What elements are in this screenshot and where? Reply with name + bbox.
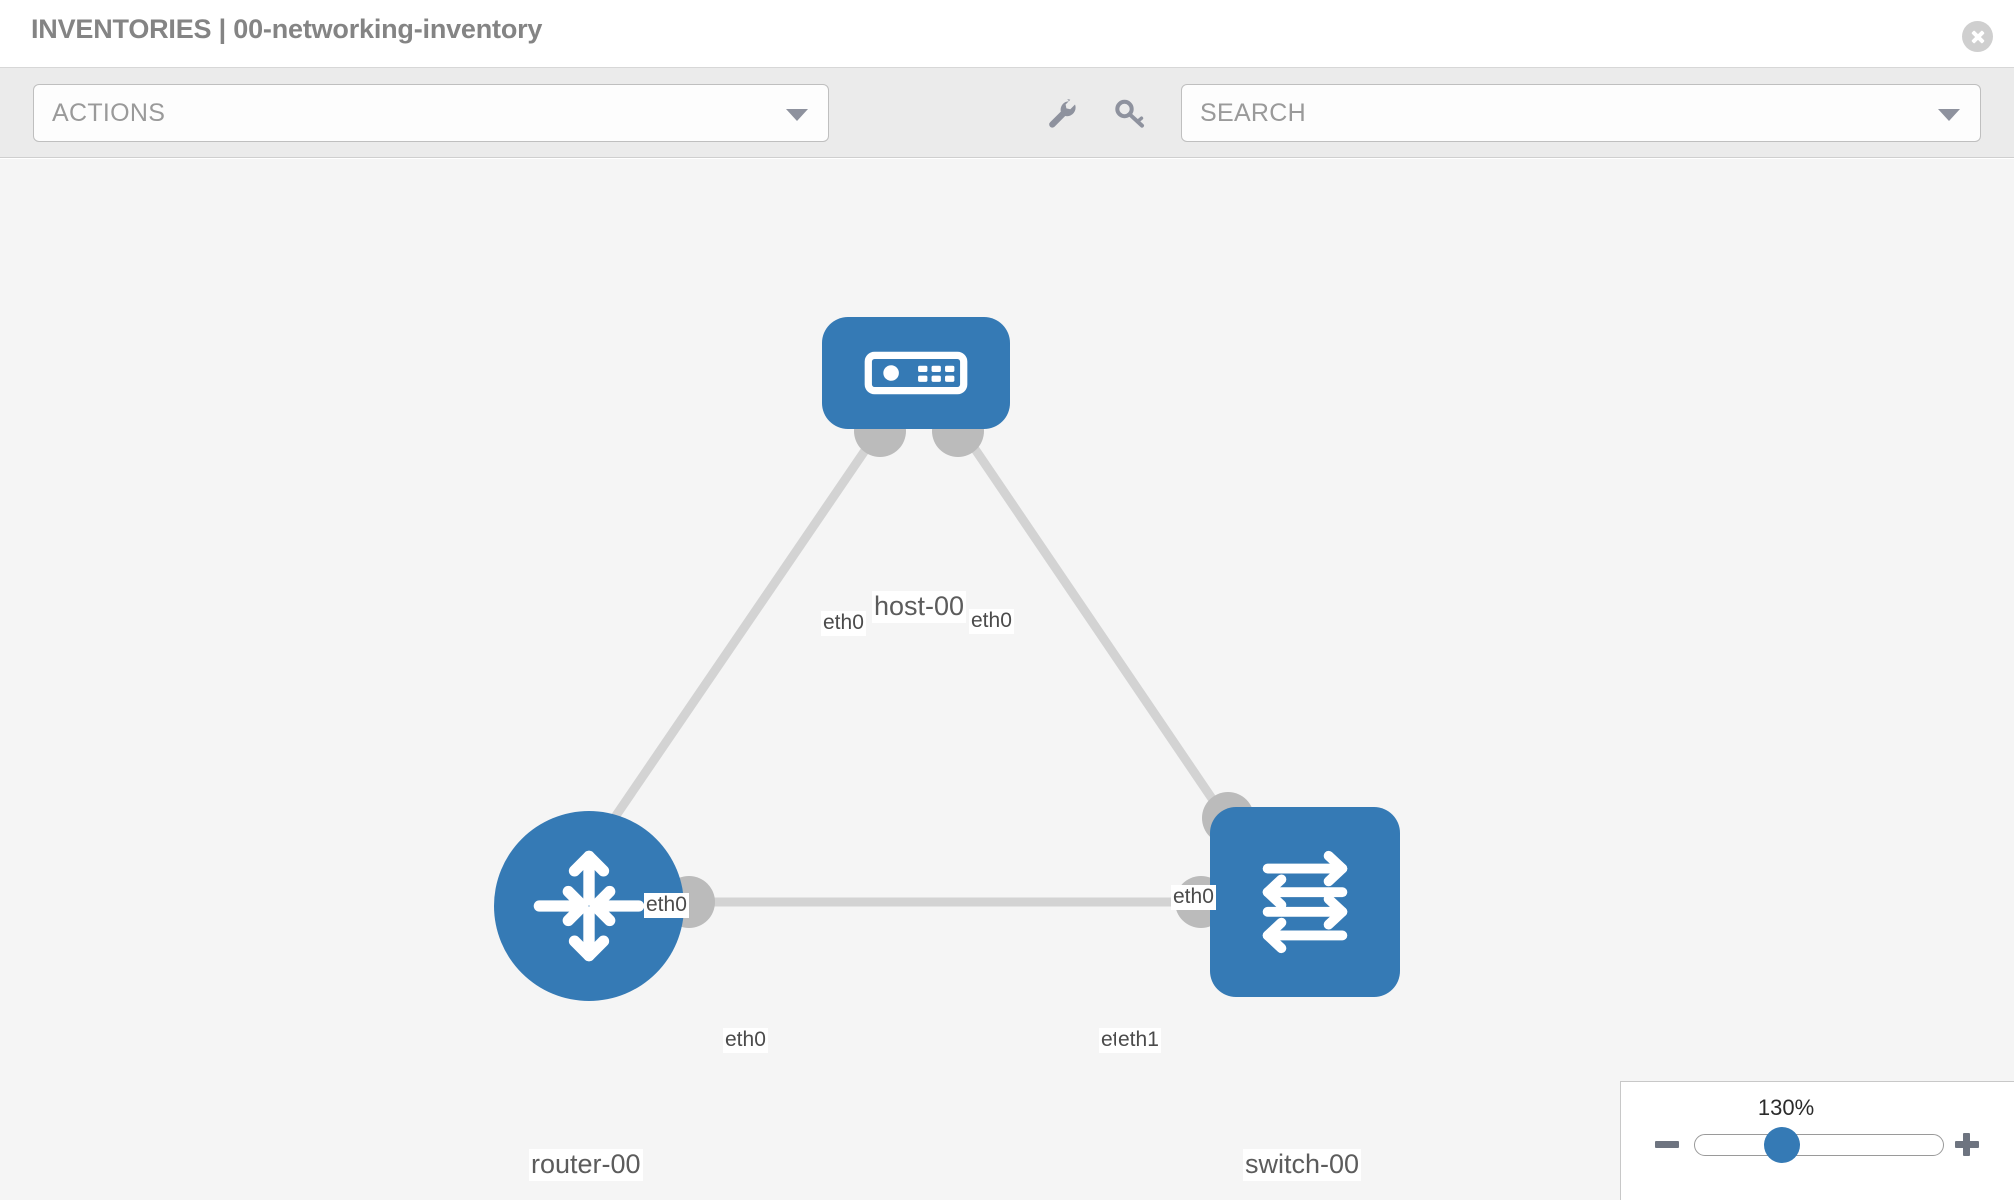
switch-arrows-icon [1262,850,1348,954]
zoom-slider-track[interactable] [1694,1134,1944,1156]
zoom-slider-thumb[interactable] [1764,1127,1800,1163]
wrench-icon[interactable] [1045,97,1079,131]
plus-icon[interactable] [1954,1131,1980,1157]
toolbar: ACTIONS SEARCH [0,68,2014,158]
actions-dropdown[interactable]: ACTIONS [33,84,829,142]
topology-node-host-00[interactable] [822,317,1010,429]
router-arrows-icon [533,850,645,962]
edge-label-router-eth0-up: eth0 [644,893,689,918]
search-placeholder: SEARCH [1200,99,1306,127]
close-icon[interactable] [1962,21,1993,52]
node-label-host-00: host-00 [872,591,967,623]
chevron-down-icon[interactable] [1938,109,1960,121]
topology-endpoints [663,405,1254,928]
topology-node-switch-00[interactable] [1210,807,1400,997]
topology-edges [596,424,1238,907]
minus-icon[interactable] [1654,1131,1680,1157]
edge-label-switch-eth1: eth1 [1116,1028,1161,1053]
page-title: INVENTORIES | 00-networking-inventory [31,14,543,44]
chevron-down-icon [786,109,808,121]
key-icon[interactable] [1112,97,1146,131]
edge-host-router[interactable] [596,424,885,842]
node-label-router-00: router-00 [529,1149,643,1181]
zoom-control-panel: 130% [1620,1081,2014,1200]
topology-node-router-00[interactable] [494,811,684,1001]
edge-label-host-eth0-right: eth0 [969,609,1014,634]
topology-canvas[interactable]: host-00 router-00 switch-00 eth0 eth0 et… [0,159,2014,1200]
title-bar: INVENTORIES | 00-networking-inventory [0,0,2014,68]
node-label-switch-00: switch-00 [1243,1149,1362,1181]
topology-graph [596,405,1254,928]
edge-host-switch[interactable] [956,424,1238,834]
actions-dropdown-label: ACTIONS [52,99,166,127]
edge-label-router-eth0: eth0 [723,1028,768,1053]
edge-label-host-eth0-left: eth0 [821,611,866,636]
search-input[interactable]: SEARCH [1181,84,1981,142]
server-icon [864,351,968,395]
zoom-level-label: 130% [1757,1095,1815,1120]
edge-label-switch-eth0-up: eth0 [1171,885,1216,910]
